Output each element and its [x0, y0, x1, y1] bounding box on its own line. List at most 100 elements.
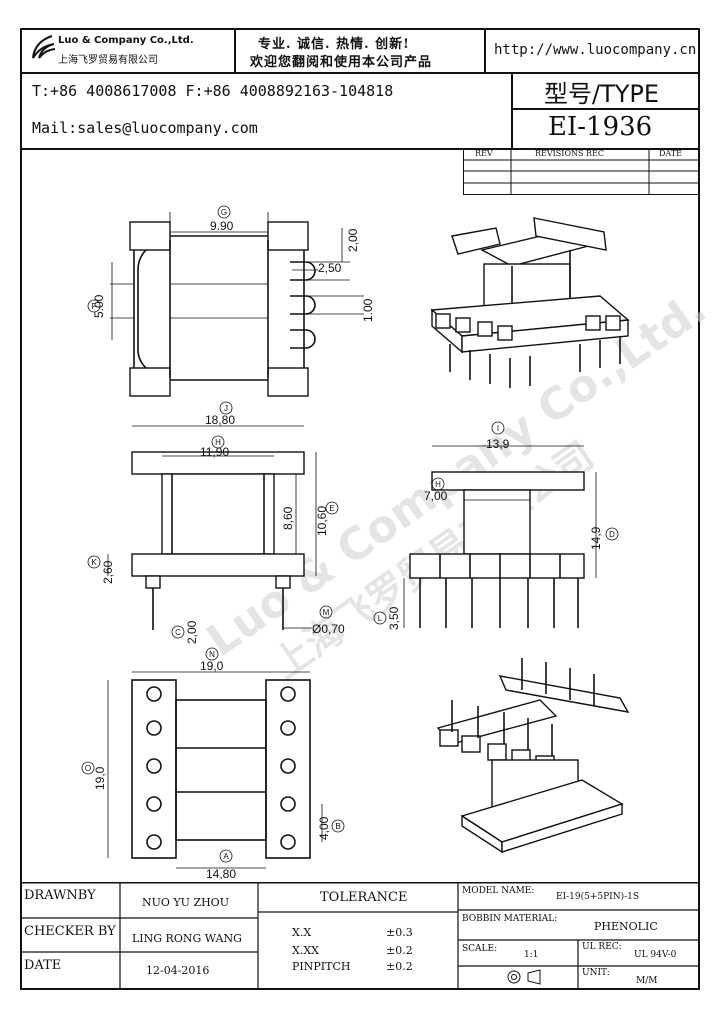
email[interactable]: Mail:sales@luocompany.com [32, 119, 258, 137]
dim-4-00: 4,00 [317, 816, 331, 840]
dimension-letter-h: H [435, 480, 441, 489]
dim-7-00: 7,00 [424, 489, 448, 503]
label-l-marker [373, 611, 387, 625]
label-m-marker [171, 625, 185, 639]
label-c-marker [319, 605, 333, 619]
label-j-marker [219, 401, 233, 415]
revisions-grid [463, 148, 700, 195]
tol-xxx-value: ±0.2 [386, 944, 413, 957]
dimension-letter-c: C [175, 628, 181, 637]
isometric-view-1 [430, 217, 630, 388]
slogan-divider [484, 28, 486, 72]
tolerance-label: TOLERANCE [320, 890, 408, 905]
type-row-divider [511, 108, 700, 110]
bottom-view: 19,0 19,0 4,00 14,80 [81, 647, 345, 881]
label-b-marker [331, 819, 345, 833]
label-a-marker [219, 849, 233, 863]
model-label: MODEL NAME: [462, 886, 535, 896]
dim-9-90: 9.90 [210, 219, 234, 233]
revisions-col-header: REVISIONS REC [535, 149, 605, 158]
type-divider [511, 72, 513, 148]
type-value: EI-1936 [548, 112, 653, 142]
dimension-letter-m: M [323, 608, 330, 617]
unit-value: M/M [636, 976, 658, 986]
dim-2-00a: 2,00 [346, 228, 360, 252]
dimension-letter-b: B [335, 822, 340, 831]
dim-3-50: 3,50 [387, 606, 401, 630]
ulrec-label: UL REC: [582, 942, 622, 952]
dim-2-00b: 2,00 [185, 620, 199, 644]
dimension-letter-j: J [224, 404, 228, 413]
label-h-marker [211, 435, 225, 449]
dim-0-70: Ø0,70 [312, 622, 345, 636]
revisions-table: REV REVISIONS REC DATE [463, 148, 700, 196]
bobbin-label: BOBBIN MATERIAL: [462, 914, 558, 924]
dimension-letter-h: H [215, 438, 221, 447]
dimension-letter-f: F [92, 302, 97, 311]
company-url[interactable]: http://www.luocompany.cn [494, 42, 697, 58]
unit-label: UNIT: [582, 968, 610, 978]
company-name-cn: 上海飞罗贸易有限公司 [58, 55, 158, 66]
drawing-frame [20, 28, 700, 990]
dimension-letter-i: I [497, 424, 499, 433]
title-block-grid [20, 882, 700, 990]
phone-fax: T:+86 4008617008 F:+86 4008892163-104818 [32, 82, 394, 100]
title-block: DRAWNBY NUO YU ZHOU CHECKER BY LING RONG… [20, 882, 700, 990]
top-view: 9.90 5.00 2,00 2,50 1.00 [87, 205, 375, 397]
label-d-marker [605, 527, 619, 541]
dim-10-60: 10,60 [315, 506, 329, 536]
label-o-marker [81, 761, 95, 775]
label-g-marker [217, 205, 231, 219]
dim-19-0a: 19,0 [200, 659, 224, 673]
dim-13-9: 13,9 [486, 437, 510, 451]
dimension-letter-k: K [91, 558, 97, 567]
dim-19-0b: 19,0 [93, 766, 107, 790]
label-e-marker [325, 501, 339, 515]
company-logo-icon [32, 35, 56, 59]
tol-pin-value: ±0.2 [386, 960, 413, 973]
date-col-header: DATE [659, 149, 682, 158]
projection-symbol-icon [507, 969, 541, 985]
dimension-letter-e: E [329, 504, 334, 513]
header-bottom [20, 148, 700, 150]
dim-1-00: 1.00 [361, 298, 375, 322]
tol-xx-label: X.X [292, 926, 312, 939]
dim-14-9: 14,9 [589, 526, 603, 550]
dim-8-60: 8,60 [281, 506, 295, 530]
front-view: 18,80 11,90 8,60 10,60 2,60 2,00 Ø0,70 [87, 401, 345, 644]
label-f-marker [87, 299, 101, 313]
dim-11-90: 11,90 [200, 445, 229, 459]
tol-pin-label: PINPITCH [292, 960, 351, 973]
drawn-by-value: NUO YU ZHOU [142, 896, 229, 909]
dimension-letter-l: L [378, 614, 383, 623]
date-value: 12-04-2016 [146, 964, 210, 977]
dim-2-60: 2,60 [101, 560, 115, 584]
scale-label: SCALE: [462, 944, 498, 954]
side-view: 13,9 7,00 14,9 3,50 [373, 421, 619, 630]
scale-value: 1:1 [524, 950, 539, 960]
model-value: EI-19(5+5PIN)-1S [556, 892, 640, 902]
checker-value: LING RONG WANG [132, 932, 242, 945]
company-logo [30, 34, 56, 66]
dim-14-80: 14,80 [206, 867, 236, 881]
dimension-letter-o: O [85, 764, 91, 773]
label-i-marker [491, 421, 505, 435]
dim-2-50: 2,50 [318, 261, 342, 275]
label-k-marker [87, 555, 101, 569]
slogan-line-2: 欢迎您翻阅和使用本公司产品 [250, 55, 433, 70]
slogan-line-1: 专业. 诚信. 热情. 创新! [258, 37, 410, 52]
logo-divider [234, 28, 236, 72]
label-n-marker [205, 647, 219, 661]
label-h2-marker [431, 477, 445, 491]
tol-xx-value: ±0.3 [386, 926, 413, 939]
rev-col-header: REV [475, 149, 493, 158]
checker-label: CHECKER BY [24, 924, 116, 939]
company-name-en: Luo & Company Co.,Ltd. [58, 35, 194, 46]
type-label: 型号/TYPE [544, 80, 660, 108]
dimension-letter-a: A [223, 852, 229, 861]
drawn-by-label: DRAWNBY [24, 888, 96, 903]
bobbin-value: PHENOLIC [594, 920, 658, 933]
ulrec-value: UL 94V-0 [634, 950, 677, 960]
dimension-letter-g: G [221, 208, 227, 217]
